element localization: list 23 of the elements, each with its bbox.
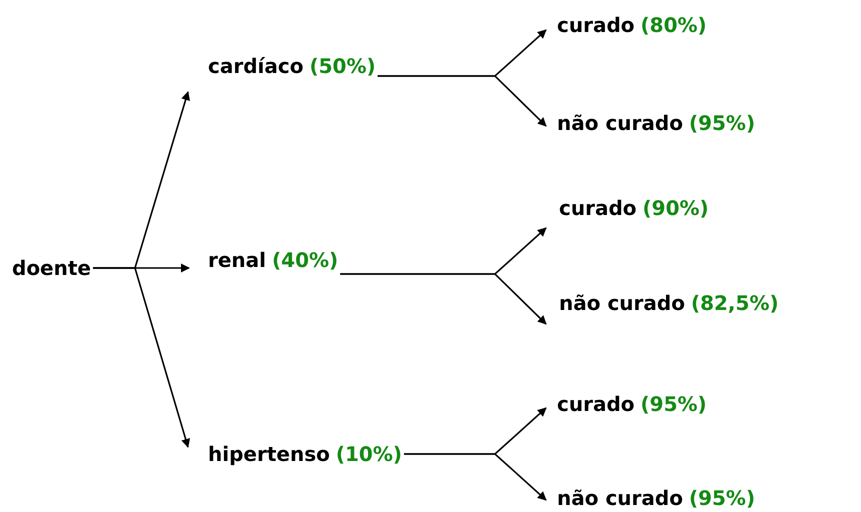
category-label: curado [557,392,635,416]
percentage-label: (82,5%) [690,291,779,315]
category-label: não curado [557,486,683,510]
category-label: hipertenso [208,442,330,466]
arrow [378,75,547,127]
category-label: doente [12,256,91,280]
arrow [340,273,547,325]
category-label: curado [559,196,637,220]
category-label: renal [208,248,266,272]
percentage-label: (90%) [642,196,709,220]
arrow [404,453,547,501]
percentage-label: (10%) [336,442,402,466]
percentage-label: (95%) [640,392,707,416]
percentage-label: (95%) [688,111,756,135]
percentage-label: (80%) [640,13,707,37]
category-label: curado [557,13,635,37]
category-label: não curado [557,111,683,135]
percentage-label: (40%) [272,248,338,272]
percentage-label: (50%) [309,54,376,78]
category-label: cardíaco [208,54,304,78]
category-label: não curado [559,291,685,315]
arrow [92,267,190,448]
percentage-label: (95%) [688,486,756,510]
